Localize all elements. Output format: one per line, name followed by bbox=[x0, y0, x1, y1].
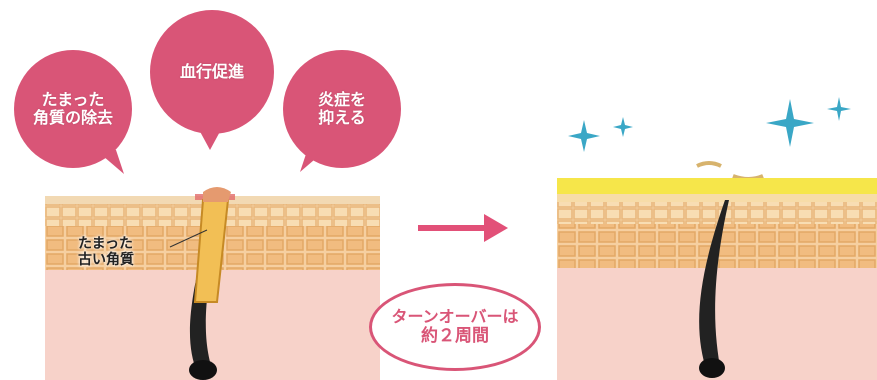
turnover-period-badge: ターンオーバーは 約２周間 bbox=[369, 283, 541, 371]
old-dead-skin-label-line1: たまった bbox=[78, 236, 134, 252]
old-dead-skin-label-line2: 古い角質 bbox=[78, 252, 134, 269]
bubble-remove-dead-skin-line2: 角質の除去 bbox=[32, 108, 113, 127]
bubble-tail-center bbox=[197, 126, 223, 150]
bubble-remove-dead-skin: たまった 角質の除去 bbox=[14, 50, 132, 168]
skin-after-diagram bbox=[557, 161, 877, 380]
bubble-remove-dead-skin-line1: たまった bbox=[41, 89, 105, 109]
bubble-tail-left bbox=[96, 150, 124, 174]
bubble-reduce-inflammation-line2: 抑える bbox=[318, 108, 366, 127]
bubble-reduce-inflammation: 炎症を 抑える bbox=[283, 50, 401, 168]
turnover-line1: ターンオーバーは bbox=[391, 307, 519, 327]
bubble-blood-circulation-line1: 血行促進 bbox=[179, 61, 244, 81]
sparkle-icon bbox=[568, 120, 600, 152]
bubble-tail-right bbox=[300, 148, 328, 172]
sparkle-large-icon bbox=[766, 99, 814, 147]
sparkle-small-icon bbox=[613, 117, 633, 137]
turnover-line2: 約２周間 bbox=[421, 326, 489, 347]
bubble-blood-circulation: 血行促進 bbox=[150, 10, 274, 134]
old-dead-skin-label: たまった 古い角質 bbox=[78, 236, 134, 268]
right-arrow-icon bbox=[418, 214, 508, 242]
skin-before-diagram bbox=[45, 187, 380, 380]
sparkle-tiny-icon bbox=[827, 97, 851, 121]
bubble-reduce-inflammation-line1: 炎症を bbox=[317, 89, 366, 109]
